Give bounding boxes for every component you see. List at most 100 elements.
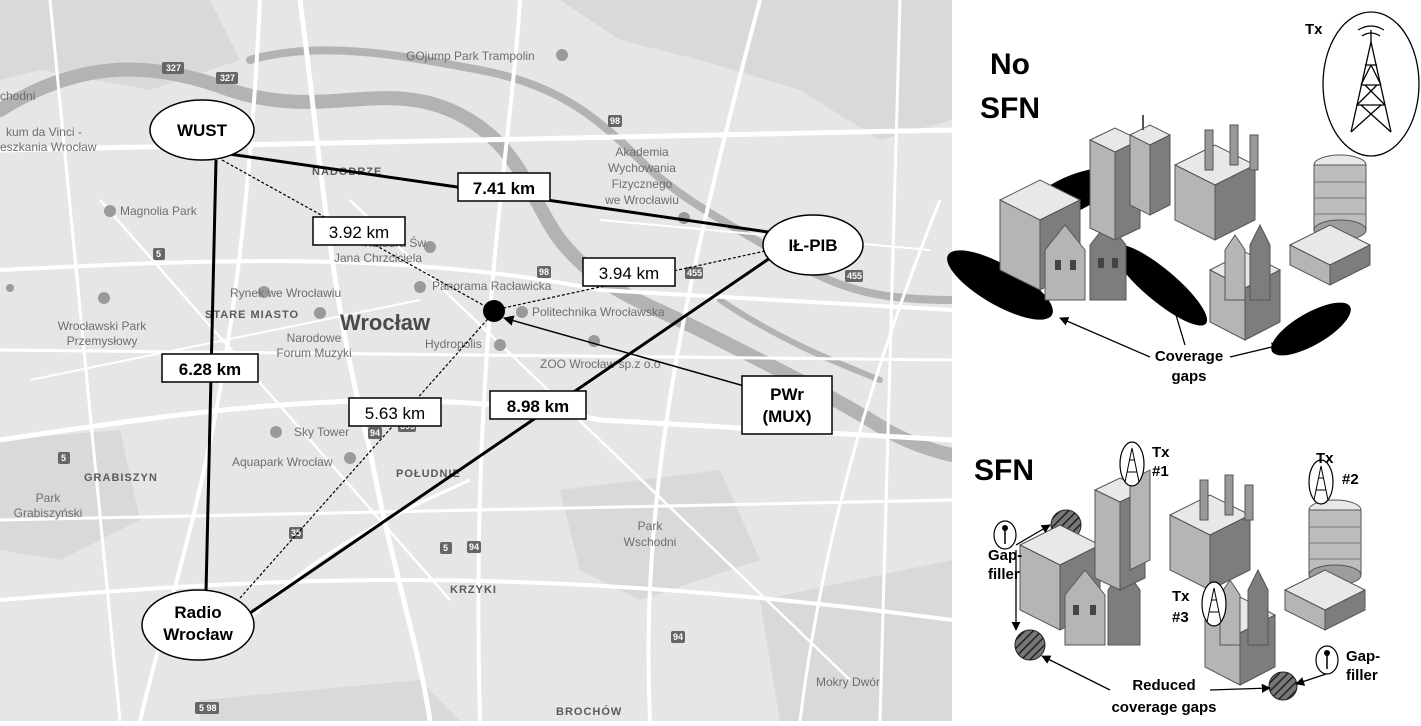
label-kum: kum da Vinci -: [6, 125, 82, 139]
station-nodes: WUST IŁ-PIB Radio Wrocław PWr (MUX): [141, 99, 864, 661]
tx1-label-1: Tx: [1152, 444, 1170, 461]
coverage-gaps-label-2: gaps: [1171, 368, 1206, 385]
panel-sfn: SFN: [974, 441, 1380, 716]
node-ilpib: [762, 214, 864, 276]
tx-top-label: Tx: [1305, 21, 1323, 38]
label-park-wroc-2: Przemysłowy: [67, 334, 138, 348]
svg-text:5: 5: [61, 453, 66, 463]
reduced-gaps-label-1: Reduced: [1132, 677, 1195, 694]
tx2-label-2: #2: [1342, 471, 1359, 488]
dist-radio-ilpib: 8.98 km: [507, 397, 569, 416]
node-pwr: [741, 375, 833, 435]
label-zoo: ZOO Wrocław sp.z o.o: [540, 357, 661, 371]
road-shields: 327 327 98 98 455 455 5 395 94 5 5 94 35…: [58, 62, 863, 714]
mux-dot: [483, 300, 505, 322]
label-grabiszyn: GRABISZYN: [84, 472, 158, 484]
node-ilpib-label: IŁ-PIB: [788, 236, 837, 255]
label-magnolia: Magnolia Park: [120, 204, 198, 218]
svg-text:5: 5: [156, 249, 161, 259]
svg-text:455: 455: [847, 271, 862, 281]
label-park-grab-2: Grabiszyński: [14, 506, 83, 520]
tx-bubble: [1322, 11, 1420, 157]
no-sfn-title-1: No: [990, 48, 1030, 81]
dist-ilpib-pwr: 3.94 km: [599, 264, 659, 283]
tx1-label-2: #1: [1152, 463, 1169, 480]
node-pwr-label-2: (MUX): [762, 407, 811, 426]
svg-text:98: 98: [610, 116, 620, 126]
label-panorama: Panorama Racławicka: [432, 279, 552, 293]
label-aquapark: Aquapark Wrocław: [232, 455, 333, 469]
gap-filler-left-label-2: filler: [988, 566, 1020, 583]
gap-filler-right-label-2: filler: [1346, 667, 1378, 684]
tx3-label-1: Tx: [1172, 588, 1190, 605]
label-forum-1: Narodowe: [287, 331, 342, 345]
tx1-icon: [1119, 441, 1145, 487]
node-radio-label-1: Radio: [174, 603, 221, 622]
svg-text:35: 35: [291, 528, 301, 538]
gap-filler-right-icon: [1315, 645, 1339, 675]
gap-filler-left-icon: [993, 520, 1017, 550]
dist-wust-radio: 6.28 km: [179, 360, 241, 379]
tx2-icon: [1308, 459, 1334, 505]
label-park-wsch-2: Wschodni: [624, 535, 677, 549]
label-gojump: GOjump Park Trampolin: [406, 49, 535, 63]
city-buildings-bottom: [1018, 469, 1367, 686]
tx2-label-1: Tx: [1316, 450, 1334, 467]
reduced-gaps: [1014, 509, 1298, 701]
svg-text:327: 327: [166, 63, 181, 73]
node-pwr-label-1: PWr: [770, 385, 804, 404]
coverage-gaps-arrows: [1059, 294, 1281, 358]
label-eszkania: eszkania Wrocław: [0, 140, 97, 154]
svg-text:5: 5: [443, 543, 448, 553]
label-akademia-1: Akademia: [615, 145, 669, 159]
sfn-title: SFN: [974, 454, 1034, 487]
gap-filler-left-label-1: Gap-: [988, 547, 1022, 564]
svg-text:94: 94: [469, 542, 479, 552]
city-map: 327 327 98 98 455 455 5 395 94 5 5 94 35…: [0, 0, 959, 722]
label-poludnie: POŁUDNIE: [396, 468, 461, 480]
no-sfn-title-2: SFN: [980, 92, 1040, 125]
node-wust-label: WUST: [177, 121, 228, 140]
svg-text:327: 327: [220, 73, 235, 83]
label-sky-tower: Sky Tower: [294, 425, 349, 439]
poi-markers: [6, 49, 690, 464]
label-stare-miasto: STARE MIASTO: [205, 309, 299, 321]
dist-wust-pwr: 3.92 km: [329, 223, 389, 242]
arrow-pwr: [502, 315, 777, 396]
tx-tower-icon: [1350, 25, 1392, 133]
link-radio-pwr: [239, 311, 495, 599]
label-krzyki: KRZYKI: [450, 584, 497, 596]
node-radio: [141, 589, 255, 661]
label-hydropolis: Hydropolis: [425, 337, 482, 351]
svg-text:94: 94: [673, 632, 683, 642]
river-odra: [0, 46, 959, 462]
label-wroclaw: Wrocław: [340, 310, 431, 335]
label-akademia-2: Wychowania: [608, 161, 676, 175]
node-wust: [149, 99, 255, 161]
label-brochow: BROCHÓW: [556, 705, 622, 718]
panel-no-sfn: No SFN Tx: [947, 11, 1420, 385]
node-radio-label-2: Wrocław: [163, 625, 233, 644]
sfn-arrows: [1011, 524, 1327, 693]
label-katedra-2: Jana Chrzciciela: [334, 251, 422, 265]
label-akademia-3: Fizycznego: [612, 177, 673, 191]
dist-wust-ilpib: 7.41 km: [473, 179, 535, 198]
distance-labels: 7.41 km 3.92 km 3.94 km 6.28 km 5.63 km …: [161, 172, 676, 427]
label-akademia-4: we Wrocławiu: [604, 193, 679, 207]
dist-radio-pwr: 5.63 km: [365, 404, 425, 423]
tx3-icon: [1201, 581, 1227, 627]
label-rynek: Rynek we Wrocławiu: [230, 286, 341, 300]
coverage-gaps-label-1: Coverage: [1155, 348, 1223, 365]
svg-text:455: 455: [687, 268, 702, 278]
label-chodni: chodni: [0, 89, 35, 103]
map-labels: GOjump Park Trampolin chodni kum da Vinc…: [0, 49, 880, 718]
label-mokry: Mokry Dwór: [816, 675, 880, 689]
svg-text:5 98: 5 98: [199, 703, 217, 713]
label-forum-2: Forum Muzyki: [276, 346, 351, 360]
reduced-gaps-label-2: coverage gaps: [1111, 699, 1216, 716]
link-wust-pwr: [221, 159, 493, 311]
svg-text:98: 98: [539, 267, 549, 277]
svg-text:94: 94: [370, 428, 380, 438]
label-park-grab-1: Park: [36, 491, 62, 505]
